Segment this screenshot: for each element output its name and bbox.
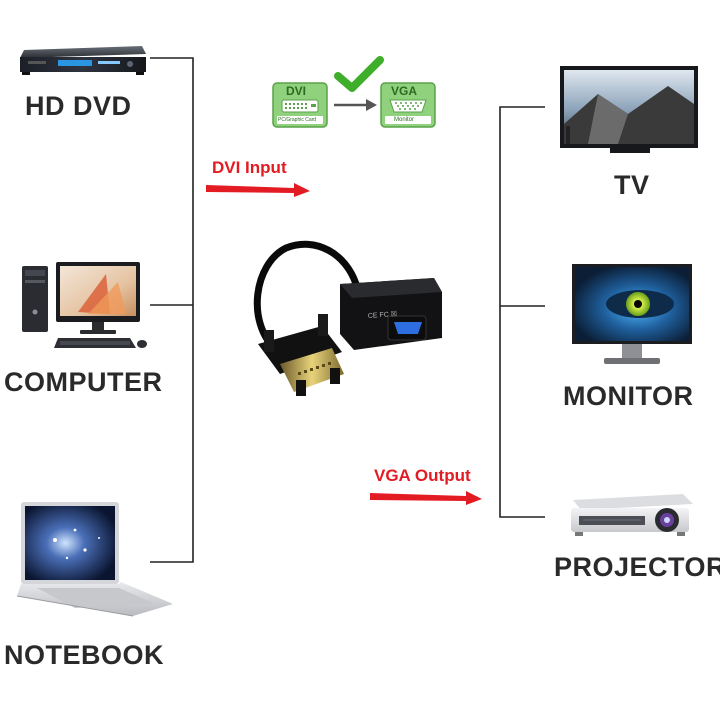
vga-output-label: VGA Output [374,466,471,485]
device-label-hd-dvd: HD DVD [25,91,132,121]
arrow-right-icon [334,99,377,111]
monitor-icon [572,264,692,364]
vga-output-arrow [370,491,482,505]
device-label-tv: TV [614,170,650,200]
dvi-connector-badge-icon [272,82,328,128]
projector-icon [571,494,693,536]
dvd-player-icon [20,46,146,75]
adapter-marks: CE FC ☒ [368,310,398,320]
dvi-badge-subtitle: PC/Graphic Card [278,117,317,123]
dvi-input-arrow [206,183,310,197]
dvi-input-label: DVI Input [212,158,287,177]
device-label-projector: PROJECTOR [554,552,720,582]
dvi-badge-title: DVI [286,84,307,98]
vga-badge-title: VGA [391,84,418,98]
desktop-computer-icon [22,262,147,348]
tv-icon [560,66,698,153]
checkmark-icon [334,56,384,92]
laptop-icon [16,502,173,617]
dvi-to-vga-adapter: CE FC ☒ [253,240,442,396]
dvi-to-vga-badge: DVI PC/Graphic Card VGA Monitor [270,56,440,132]
device-label-computer: COMPUTER [4,367,163,397]
device-label-notebook: NOTEBOOK [4,640,165,670]
device-label-monitor: MONITOR [563,381,694,411]
vga-connector-badge-icon [380,82,436,128]
vga-badge-subtitle: Monitor [394,117,415,123]
